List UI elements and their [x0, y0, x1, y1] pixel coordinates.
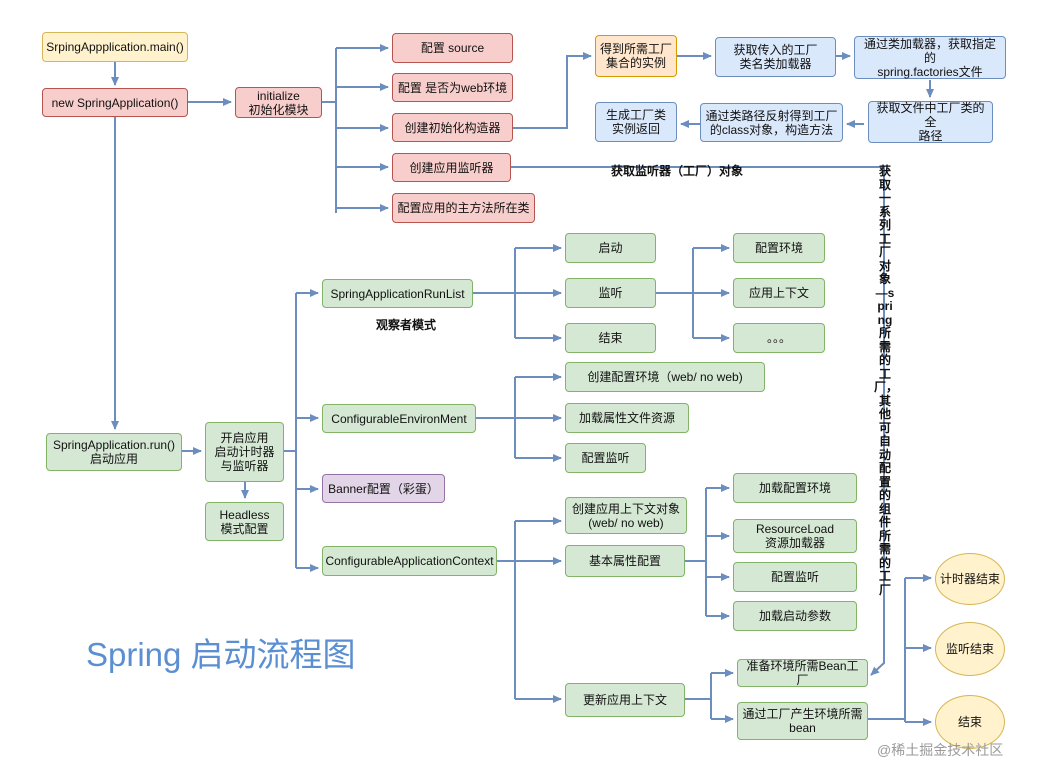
watermark: @稀土掘金技术社区 [877, 742, 1004, 758]
get-listener-label: 获取监听器（工厂）对象 [611, 164, 744, 178]
create-context-node: 创建应用上下文对象 (web/ no web) [565, 497, 687, 534]
run-list-node: SpringApplicationRunList [322, 279, 473, 308]
start-timer-node: 开启应用 启动计时器 与监听器 [205, 422, 284, 482]
configurable-environment-node: ConfigurableEnvironMent [322, 404, 476, 433]
basic-props-node: 基本属性配置 [565, 545, 685, 577]
loader-factories-node: 通过类加载器，获取指定的 spring.factories文件 [854, 36, 1006, 79]
gen-instance-node: 生成工厂类 实例返回 [595, 102, 677, 142]
new-spring-application-node: new SpringApplication() [42, 88, 188, 117]
main-method-node: SrpingAppplication.main() [42, 32, 188, 62]
config-web-node: 配置 是否为web环境 [392, 73, 513, 102]
get-factory-set-node: 得到所需工厂 集合的实例 [595, 35, 677, 77]
get-all-paths-node: 获取文件中工厂类的全 路径 [868, 101, 993, 143]
dots-node: 。。。 [733, 323, 825, 353]
diagram-title: Spring 启动流程图 [86, 636, 356, 673]
refresh-context-node: 更新应用上下文 [565, 683, 685, 717]
config-main-class-node: 配置应用的主方法所在类 [392, 193, 535, 223]
headless-node: Headless 模式配置 [205, 502, 284, 541]
app-context-node: 应用上下文 [733, 278, 825, 308]
listen-node: 监听 [565, 278, 656, 308]
get-factory-names-node: 获取传入的工厂 类名类加载器 [715, 37, 836, 77]
banner-node: Banner配置（彩蛋） [322, 474, 445, 503]
resource-load-node: ResourceLoad 资源加载器 [733, 519, 857, 553]
config-env-node: 配置环境 [733, 233, 825, 263]
run-node: SpringApplication.run() 启动应用 [46, 433, 182, 471]
produce-bean-node: 通过工厂产生环境所需 bean [737, 702, 868, 740]
load-env-node: 加载配置环境 [733, 473, 857, 503]
config-listen-2-node: 配置监听 [733, 562, 857, 592]
create-listener-node: 创建应用监听器 [392, 153, 511, 182]
finish-circle: 结束 [935, 695, 1005, 749]
observer-label: 观察者模式 [376, 318, 437, 332]
configurable-context-node: ConfigurableApplicationContext [322, 546, 497, 576]
load-props-node: 加载属性文件资源 [565, 403, 689, 433]
listen-end-circle: 监听结束 [935, 622, 1005, 676]
config-listen-node: 配置监听 [565, 443, 646, 473]
create-initializer-node: 创建初始化构造器 [392, 113, 513, 142]
timer-end-circle: 计时器结束 [935, 553, 1005, 605]
initialize-node: initialize 初始化模块 [235, 87, 322, 118]
create-env-node: 创建配置环境（web/ no web) [565, 362, 765, 392]
prepare-bean-factory-node: 准备环境所需Bean工厂 [737, 659, 868, 687]
vertical-note-label: 获取一系列工厂对象—spring所需的工厂，其他可自动配置的组件所需的工厂 [874, 164, 899, 597]
end-node: 结束 [565, 323, 656, 353]
reflect-class-node: 通过类路径反射得到工厂 的class对象，构造方法 [700, 103, 843, 142]
config-source-node: 配置 source [392, 33, 513, 63]
start-node: 启动 [565, 233, 656, 263]
load-args-node: 加载启动参数 [733, 601, 857, 631]
